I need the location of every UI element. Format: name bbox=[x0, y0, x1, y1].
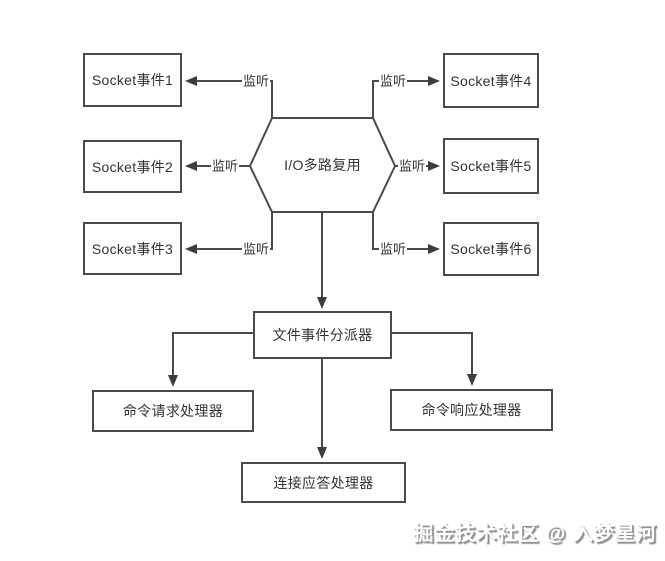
connection-reply-handler-node: 连接应答处理器 bbox=[241, 462, 406, 503]
io-multiplexing-label: I/O多路复用 bbox=[284, 157, 361, 173]
command-request-handler-node: 命令请求处理器 bbox=[92, 390, 254, 432]
listen-label-3: 监听 bbox=[241, 241, 271, 257]
file-event-dispatcher-node: 文件事件分派器 bbox=[253, 311, 392, 359]
listen-label-2: 监听 bbox=[210, 158, 240, 174]
connector-to-socket4 bbox=[372, 76, 440, 118]
socket-event-4-node: Socket事件4 bbox=[443, 53, 539, 108]
connector-to-socket6 bbox=[372, 212, 440, 254]
listen-label-6: 监听 bbox=[378, 241, 408, 257]
watermark: 掘金技术社区 @ 入梦星河 bbox=[413, 523, 657, 545]
command-response-handler-node: 命令响应处理器 bbox=[390, 389, 553, 431]
listen-label-5: 监听 bbox=[397, 158, 427, 174]
socket-event-2-node: Socket事件2 bbox=[83, 140, 182, 193]
socket-event-3-node: Socket事件3 bbox=[83, 222, 182, 275]
connector-to-request-handler bbox=[168, 332, 253, 387]
listen-label-4: 监听 bbox=[378, 73, 408, 89]
socket-event-5-node: Socket事件5 bbox=[443, 138, 539, 194]
connector-to-response-handler bbox=[392, 332, 477, 386]
connector-to-socket3 bbox=[185, 212, 273, 254]
socket-event-1-node: Socket事件1 bbox=[83, 53, 182, 107]
listen-label-1: 监听 bbox=[241, 73, 271, 89]
connector-to-socket1 bbox=[185, 76, 273, 118]
socket-event-6-node: Socket事件6 bbox=[443, 222, 539, 276]
